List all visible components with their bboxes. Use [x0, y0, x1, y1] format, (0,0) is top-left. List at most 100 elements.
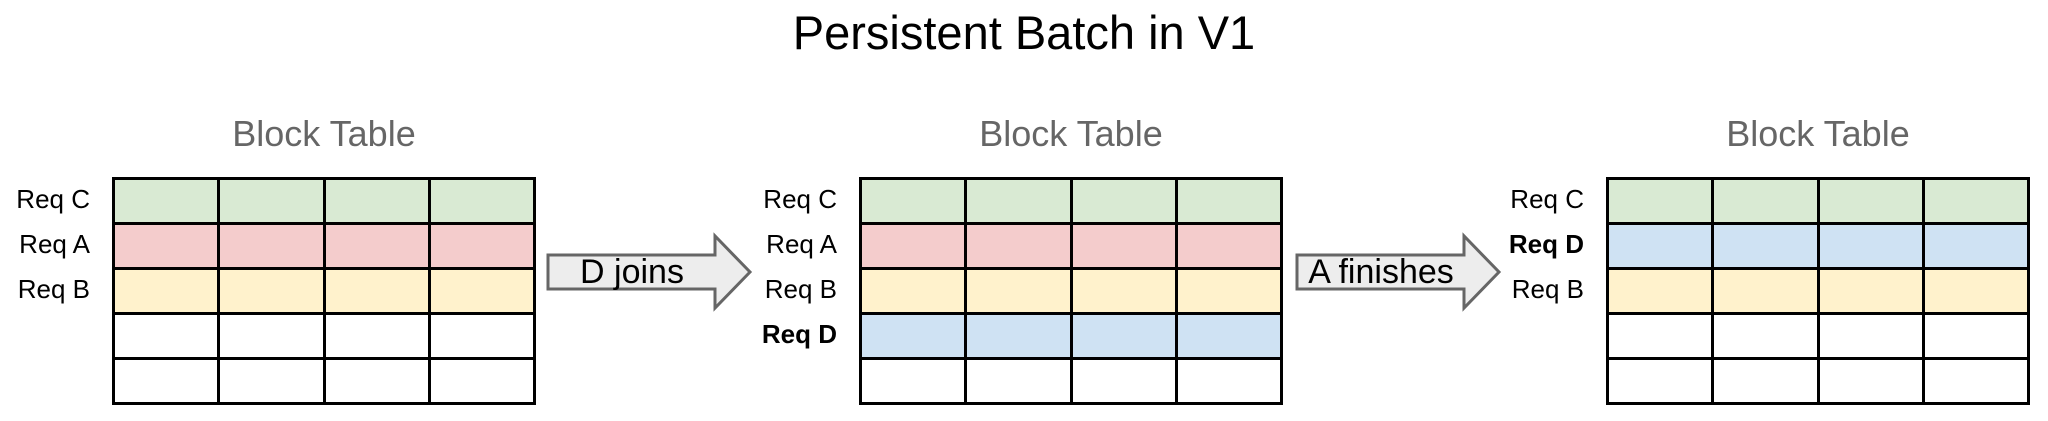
block-cell	[1714, 315, 1817, 357]
block-cell	[1819, 270, 1922, 312]
block-cell	[862, 315, 965, 357]
block-cell	[1609, 180, 1712, 222]
block-cell	[115, 270, 218, 312]
row-label-req-b: Req B	[17, 274, 90, 304]
row-label-empty	[1456, 357, 1606, 402]
block-table	[112, 177, 536, 405]
block-cell	[1714, 225, 1817, 267]
block-cell	[430, 270, 533, 312]
block-row	[1609, 225, 2027, 267]
block-table-title: Block Table	[1726, 113, 1910, 154]
block-cell	[1072, 225, 1175, 267]
block-table	[1606, 177, 2030, 405]
block-row	[862, 180, 1280, 222]
block-cell	[1177, 315, 1280, 357]
block-cell	[1819, 225, 1922, 267]
row-label-req-d: Req D	[761, 319, 837, 349]
block-cell	[1924, 180, 2027, 222]
row-label-empty	[709, 357, 859, 402]
block-cell	[325, 225, 428, 267]
block-table	[859, 177, 1283, 405]
right-arrow-icon	[546, 232, 753, 312]
transition-arrow-2: A finishes	[1295, 232, 1502, 312]
block-cell	[430, 180, 533, 222]
block-cell	[967, 270, 1070, 312]
row-label-empty	[0, 357, 112, 402]
row-label-req-d: Req D	[1508, 229, 1584, 259]
block-row	[115, 360, 533, 402]
block-cell	[325, 360, 428, 402]
row-label-empty	[0, 312, 112, 357]
block-cell	[220, 360, 323, 402]
block-cell	[220, 225, 323, 267]
block-cell	[1924, 225, 2027, 267]
row-label-req-c: Req C	[763, 184, 837, 214]
block-cell	[1072, 180, 1175, 222]
block-cell	[967, 315, 1070, 357]
block-row	[862, 270, 1280, 312]
block-cell	[1924, 270, 2027, 312]
block-row	[1609, 360, 2027, 402]
block-cell	[967, 225, 1070, 267]
page-title: Persistent Batch in V1	[792, 6, 1256, 59]
block-row	[115, 315, 533, 357]
block-cell	[1177, 270, 1280, 312]
row-labels: Req C Req A Req B Req D	[709, 177, 859, 402]
block-cell	[430, 360, 533, 402]
row-label-req-b: Req B	[764, 274, 837, 304]
block-cell	[1819, 315, 1922, 357]
block-cell	[862, 180, 965, 222]
block-cell	[325, 180, 428, 222]
block-cell	[1072, 270, 1175, 312]
block-cell	[1609, 225, 1712, 267]
block-cell	[967, 360, 1070, 402]
block-cell	[325, 270, 428, 312]
block-row	[862, 360, 1280, 402]
block-table-title: Block Table	[232, 113, 416, 154]
block-cell	[1177, 180, 1280, 222]
block-row	[862, 315, 1280, 357]
block-table-title: Block Table	[979, 113, 1163, 154]
block-cell	[1924, 315, 2027, 357]
block-cell	[1714, 270, 1817, 312]
right-arrow-icon	[1295, 232, 1502, 312]
arrow-label: A finishes	[1308, 252, 1454, 291]
arrow-label: D joins	[580, 252, 684, 291]
block-cell	[220, 270, 323, 312]
block-cell	[1714, 180, 1817, 222]
block-cell	[967, 180, 1070, 222]
block-cell	[1609, 315, 1712, 357]
block-cell	[1714, 360, 1817, 402]
row-label-req-a: Req A	[19, 229, 90, 259]
block-cell	[862, 360, 965, 402]
row-label-req-a: Req A	[766, 229, 837, 259]
block-cell	[430, 225, 533, 267]
block-cell	[1177, 360, 1280, 402]
block-row	[115, 225, 533, 267]
block-cell	[1072, 315, 1175, 357]
block-cell	[1177, 225, 1280, 267]
block-row	[1609, 270, 2027, 312]
block-cell	[862, 270, 965, 312]
block-cell	[1609, 270, 1712, 312]
block-row	[115, 180, 533, 222]
row-label-empty	[1456, 312, 1606, 357]
block-cell	[1819, 180, 1922, 222]
block-row	[1609, 180, 2027, 222]
block-cell	[1072, 360, 1175, 402]
transition-arrow-1: D joins	[546, 232, 753, 312]
block-cell	[115, 360, 218, 402]
block-cell	[220, 315, 323, 357]
block-cell	[1924, 360, 2027, 402]
block-cell	[862, 225, 965, 267]
block-cell	[115, 315, 218, 357]
block-cell	[1609, 360, 1712, 402]
block-cell	[1819, 360, 1922, 402]
block-cell	[220, 180, 323, 222]
row-label-req-b: Req B	[1511, 274, 1584, 304]
block-cell	[430, 315, 533, 357]
block-cell	[115, 180, 218, 222]
block-cell	[115, 225, 218, 267]
